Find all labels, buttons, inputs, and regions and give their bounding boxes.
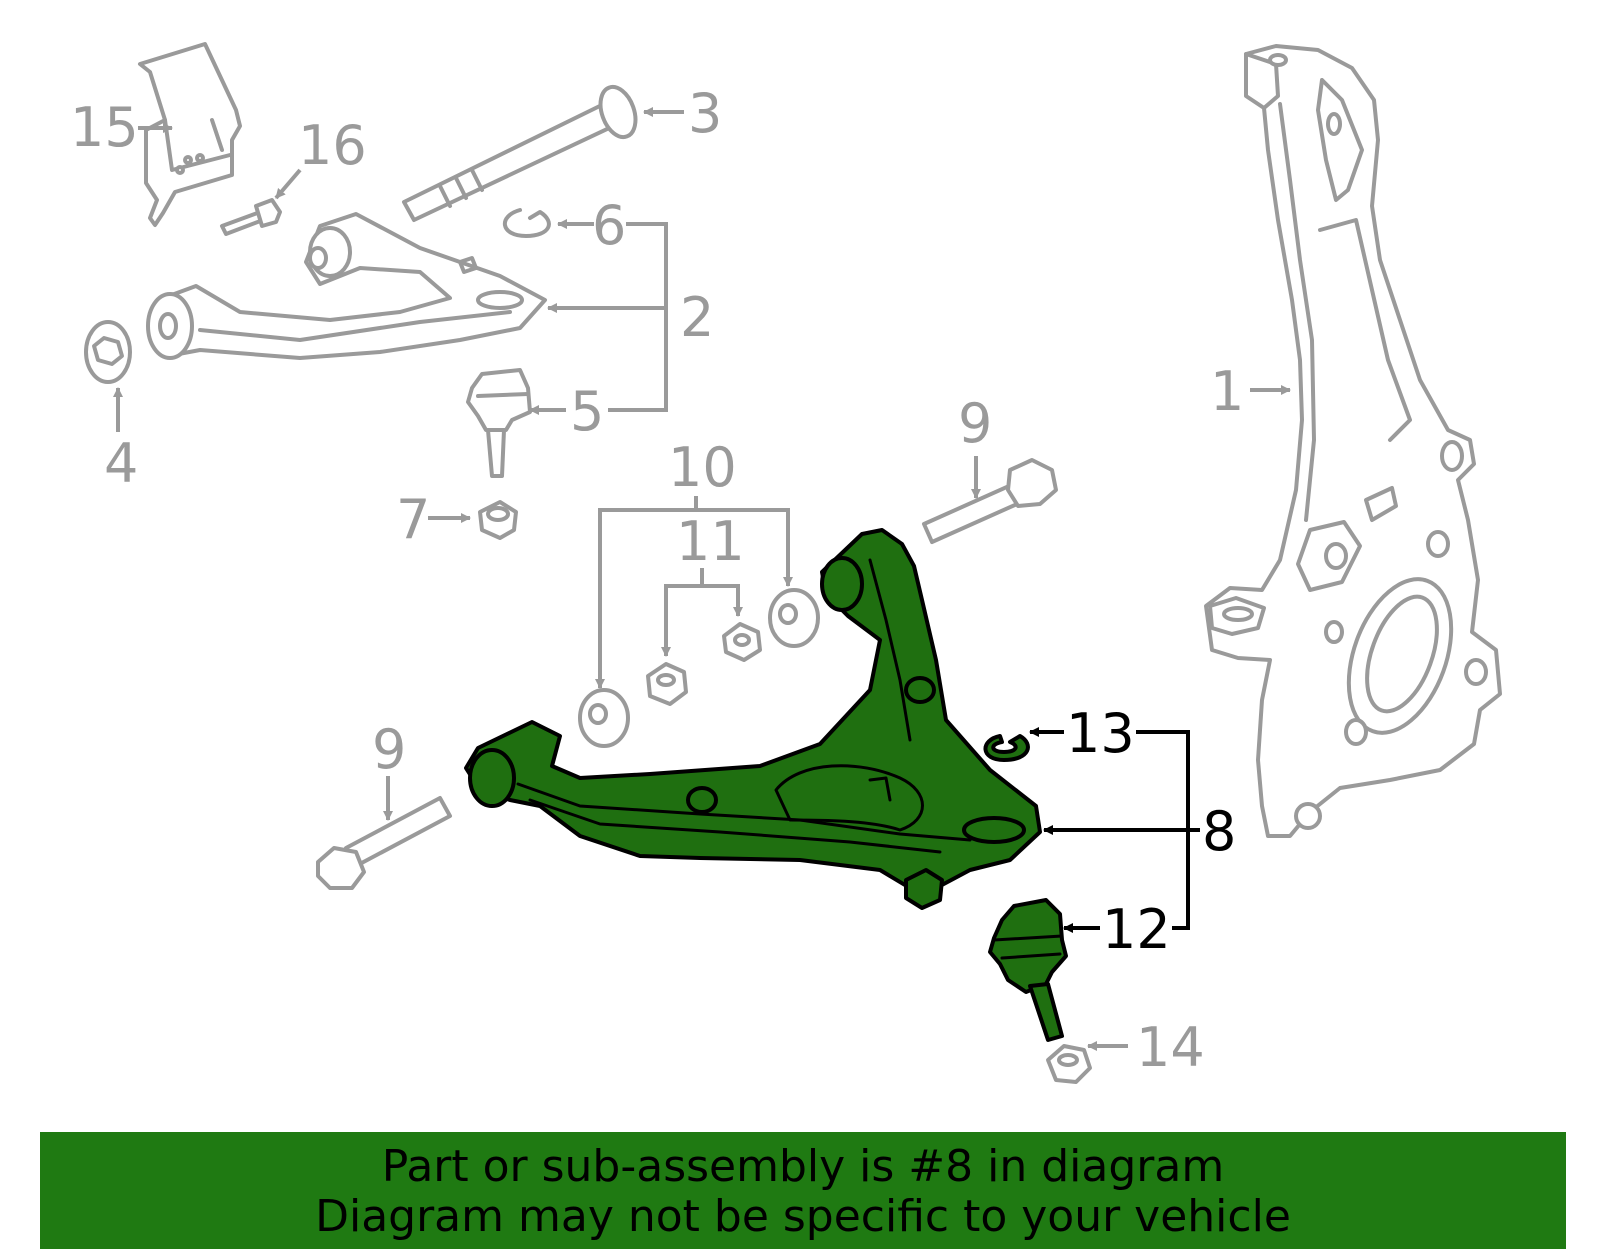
callout-14: 14 — [1136, 1016, 1205, 1079]
callout-12: 12 — [1102, 898, 1171, 961]
part-4-washer-nut[interactable] — [84, 320, 132, 384]
callout-3: 3 — [688, 82, 722, 145]
part-7-nut[interactable] — [478, 500, 518, 540]
part-11-nut-left[interactable] — [646, 662, 688, 706]
banner-line-1: Part or sub-assembly is #8 in diagram — [381, 1141, 1225, 1192]
part-3-long-bolt[interactable] — [402, 82, 642, 222]
part-10-bushing-left[interactable] — [578, 688, 630, 748]
callout-11: 11 — [676, 510, 745, 573]
part-8-lower-control-arm[interactable] — [464, 528, 1042, 910]
part-6-retaining-clip[interactable] — [502, 208, 551, 238]
leader-lines — [113, 107, 1291, 1051]
part-5-upper-ball-joint[interactable] — [466, 368, 532, 478]
part-9-bolt-upper[interactable] — [922, 458, 1058, 544]
part-13-retaining-clip[interactable] — [983, 734, 1030, 762]
part-10-bushing-right[interactable] — [768, 588, 820, 648]
callout-9-lower: 9 — [372, 718, 406, 781]
callout-4: 4 — [104, 432, 138, 495]
part-9-bolt-lower[interactable] — [316, 796, 452, 890]
callout-6: 6 — [592, 194, 626, 257]
callout-labels: 15 16 3 6 2 5 4 7 1 9 9 10 11 14 13 8 12 — [70, 82, 1244, 1079]
callout-16: 16 — [298, 114, 367, 177]
callout-13: 13 — [1066, 702, 1135, 765]
part-15-shield-bracket[interactable] — [138, 42, 242, 227]
callout-2: 2 — [680, 286, 714, 349]
callout-7: 7 — [396, 488, 430, 551]
part-1-steering-knuckle[interactable] — [1204, 44, 1502, 838]
callout-10: 10 — [668, 436, 737, 499]
banner-line-2: Diagram may not be specific to your vehi… — [315, 1191, 1291, 1242]
part-11-nut-right[interactable] — [722, 622, 762, 662]
part-16-bolt[interactable] — [220, 198, 282, 236]
callout-9-upper: 9 — [958, 392, 992, 455]
part-12-lower-ball-joint[interactable] — [988, 898, 1068, 1042]
callout-1: 1 — [1210, 360, 1244, 423]
callout-15: 15 — [70, 96, 139, 159]
part-14-nut[interactable] — [1046, 1044, 1092, 1084]
info-banner: Part or sub-assembly is #8 in diagram Di… — [40, 1132, 1566, 1249]
callout-5: 5 — [570, 380, 604, 443]
part-2-upper-control-arm[interactable] — [146, 212, 547, 360]
callout-8: 8 — [1202, 800, 1236, 863]
